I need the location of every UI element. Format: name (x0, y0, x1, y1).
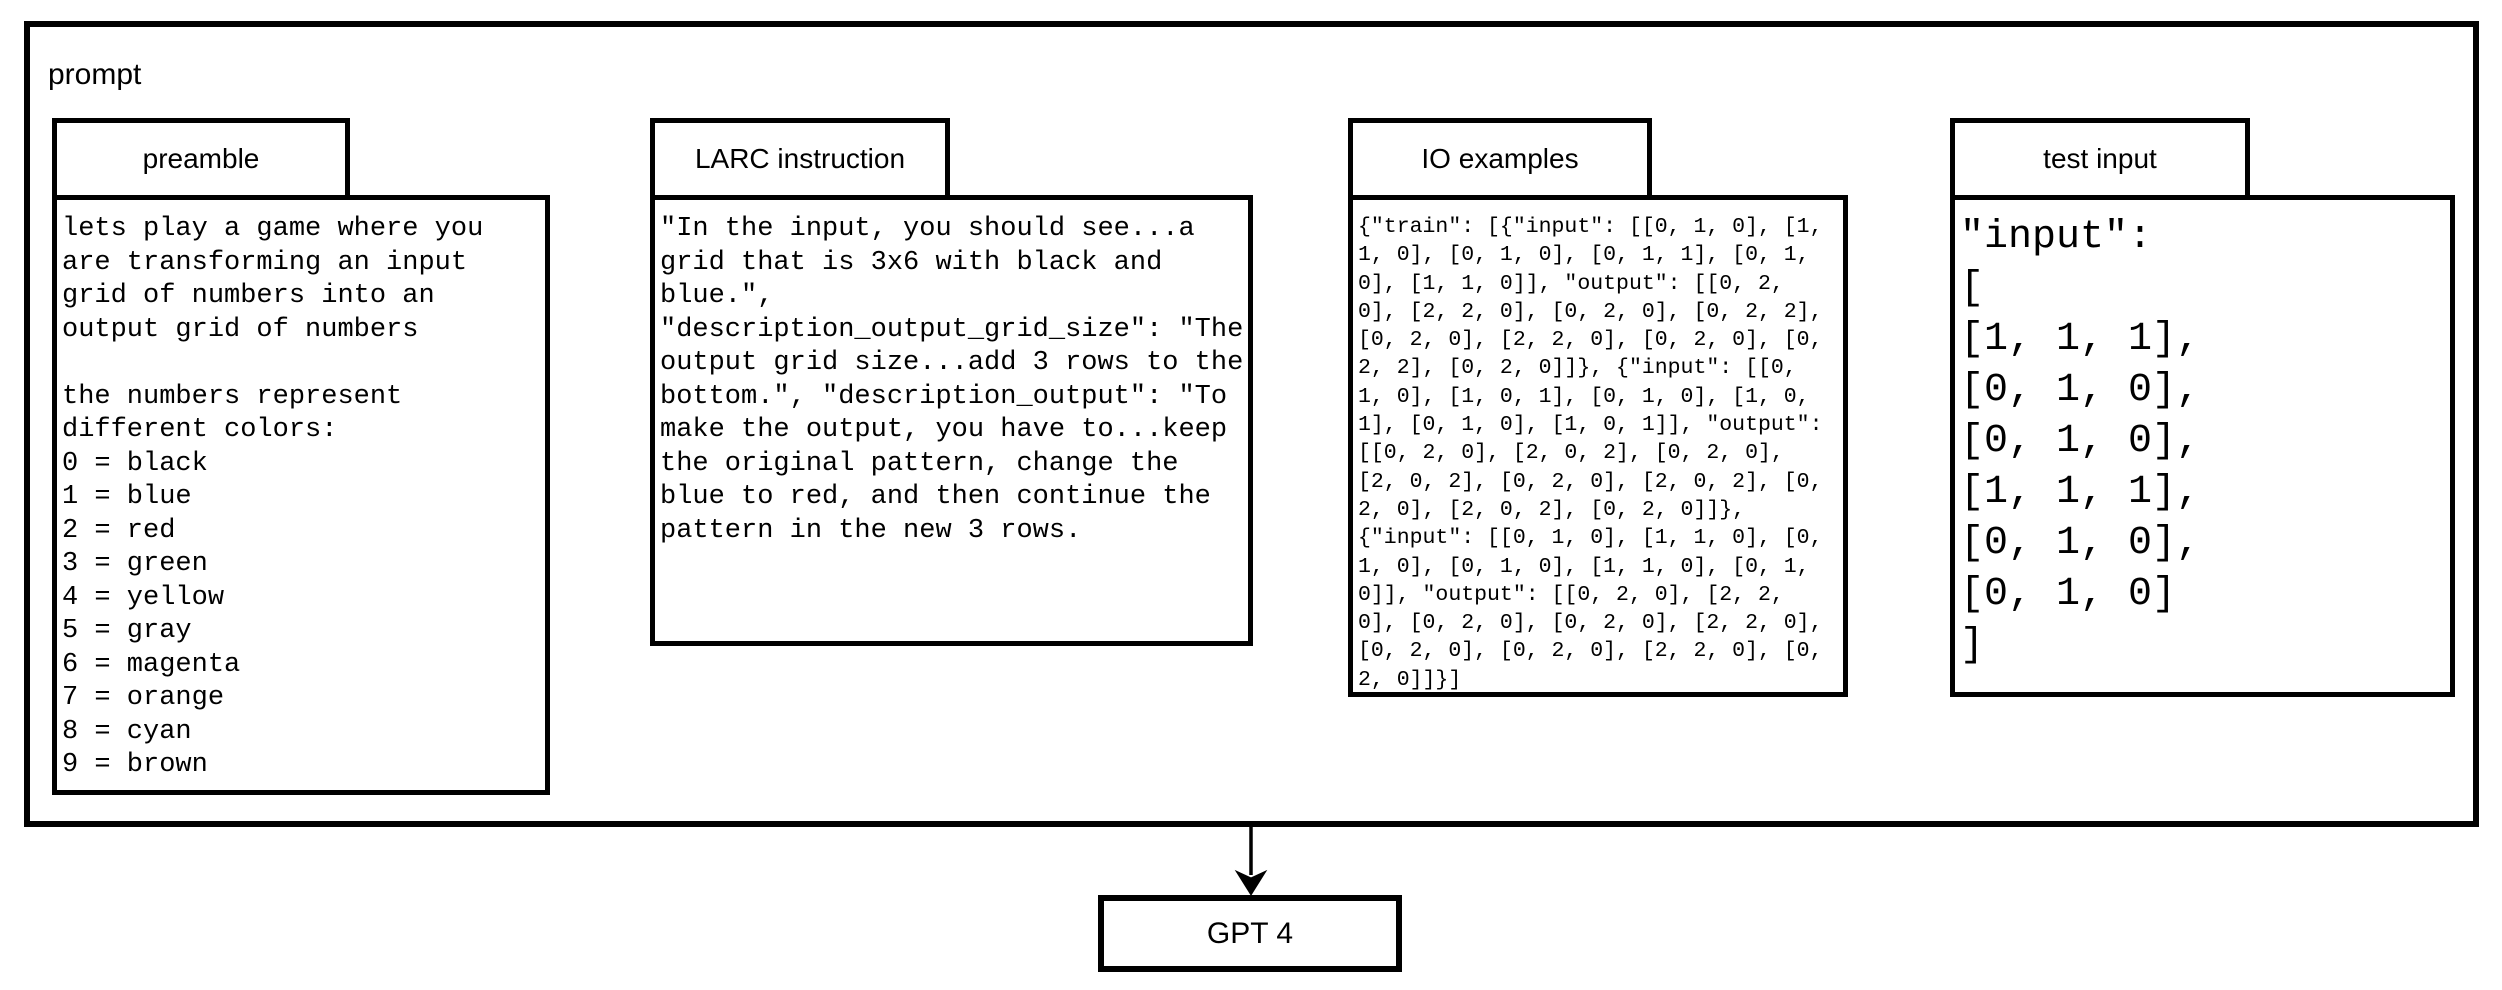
prompt-group-label: prompt (48, 58, 142, 91)
larc-instruction-text: "In the input, you should see...a grid t… (660, 214, 1244, 546)
panel-tab-test-input: test input (1950, 118, 2250, 200)
panel-tab-io-examples-label: IO examples (1421, 143, 1579, 174)
down-arrow-icon (1234, 822, 1268, 896)
panel-body-preamble: lets play a game where you are transform… (52, 195, 550, 795)
test-input-text: "input": [ [1, 1, 1], [0, 1, 0], [0, 1, … (1960, 215, 2201, 668)
panel-tab-io-examples: IO examples (1348, 118, 1652, 200)
model-box-gpt4-label: GPT 4 (1206, 916, 1294, 950)
model-box-gpt4: GPT 4 (1098, 895, 1402, 972)
panel-tab-preamble-label: preamble (142, 143, 260, 174)
panel-body-io-examples: {"train": [{"input": [[0, 1, 0], [1, 1, … (1348, 195, 1848, 697)
io-examples-text: {"train": [{"input": [[0, 1, 0], [1, 1, … (1358, 215, 1823, 692)
panel-tab-test-input-label: test input (2043, 143, 2157, 174)
panel-tab-preamble: preamble (52, 118, 350, 200)
panel-body-larc-instruction: "In the input, you should see...a grid t… (650, 195, 1253, 646)
preamble-text: lets play a game where you are transform… (62, 214, 484, 780)
panel-tab-larc-instruction-label: LARC instruction (694, 143, 906, 174)
panel-tab-larc-instruction: LARC instruction (650, 118, 950, 200)
panel-body-test-input: "input": [ [1, 1, 1], [0, 1, 0], [0, 1, … (1950, 195, 2455, 697)
